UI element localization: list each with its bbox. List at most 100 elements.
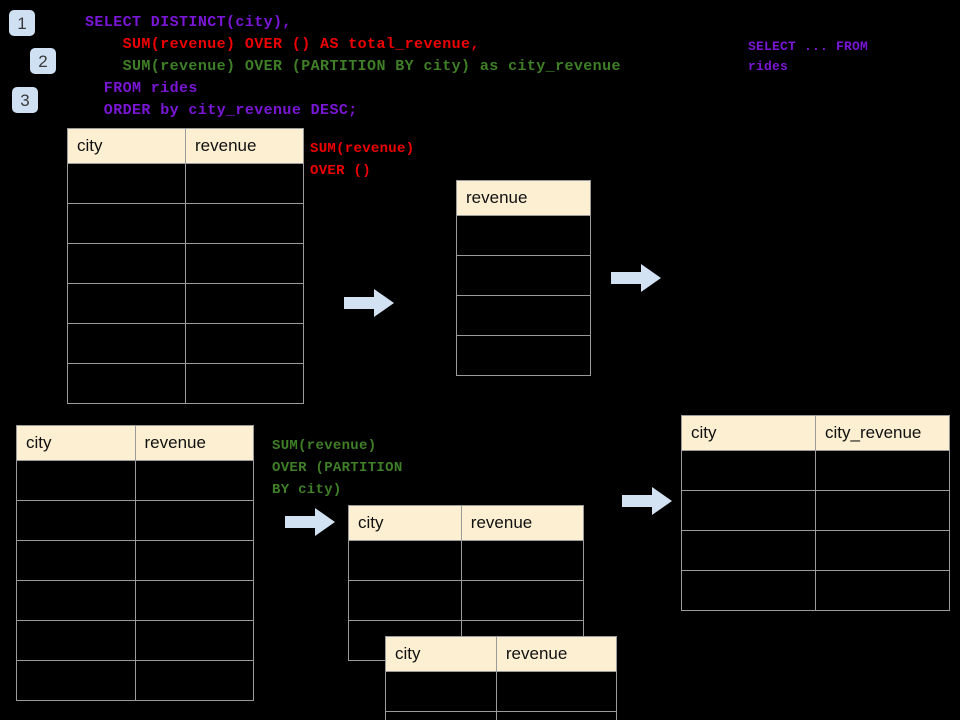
table-row <box>681 530 950 571</box>
column-header-city: city <box>385 636 497 672</box>
arrow-total-to-result <box>611 264 661 292</box>
table-row <box>67 203 304 244</box>
table-cell <box>185 323 304 364</box>
table-cell <box>385 711 497 720</box>
table-cell <box>681 450 816 491</box>
table-cell <box>185 283 304 324</box>
table-rides-source: city revenue <box>67 128 304 404</box>
table-cell <box>815 450 950 491</box>
table-cell <box>16 580 136 621</box>
column-header-city-revenue: city_revenue <box>815 415 950 451</box>
table-row <box>456 215 591 256</box>
table-body <box>67 163 304 404</box>
table-cell <box>348 580 462 621</box>
table-row <box>67 163 304 204</box>
table-cell <box>185 163 304 204</box>
table-row <box>681 450 950 491</box>
table-row <box>456 295 591 336</box>
table-cell <box>456 255 591 296</box>
table-cell <box>681 490 816 531</box>
column-header-city: city <box>67 128 186 164</box>
annotation-sum-over-empty: SUM(revenue) OVER () <box>310 141 415 179</box>
column-header-revenue: revenue <box>460 505 585 541</box>
table-cell <box>185 203 304 244</box>
table-body <box>456 215 591 376</box>
table-cell <box>185 363 304 404</box>
table-cell <box>185 243 304 284</box>
table-cell <box>134 540 254 581</box>
column-header-city: city <box>681 415 816 451</box>
table-total-revenue: revenue <box>456 180 591 376</box>
table-cell <box>67 283 186 324</box>
table-cell <box>16 460 136 501</box>
sql-line-total-revenue: SUM(revenue) OVER () AS total_revenue, <box>85 36 480 53</box>
table-cell <box>134 620 254 661</box>
table-cell <box>134 580 254 621</box>
step-badge-2: 2 <box>30 48 56 74</box>
step-badge-1: 1 <box>9 10 35 36</box>
table-cell <box>67 323 186 364</box>
table-row <box>348 540 585 581</box>
table-header-row: revenue <box>456 180 591 216</box>
arrow-source2-to-partition <box>285 508 335 536</box>
column-header-revenue: revenue <box>456 180 591 216</box>
table-row <box>67 283 304 324</box>
table-cell <box>456 295 591 336</box>
table-cell <box>495 671 618 712</box>
table-cell <box>681 530 816 571</box>
table-cell <box>815 490 950 531</box>
table-cell <box>67 163 186 204</box>
table-cell <box>134 660 254 701</box>
table-row <box>348 580 585 621</box>
table-cell <box>16 540 136 581</box>
table-row <box>16 540 254 581</box>
table-row <box>67 243 304 284</box>
table-body <box>385 671 618 720</box>
table-row <box>16 620 254 661</box>
sql-line-from: FROM rides <box>85 80 198 97</box>
table-row <box>385 671 618 712</box>
table-row <box>456 255 591 296</box>
table-partition-front: city revenue <box>385 636 618 720</box>
column-header-city: city <box>348 505 462 541</box>
sql-line-select: SELECT DISTINCT(city), <box>85 14 292 31</box>
table-row <box>681 490 950 531</box>
table-cell <box>134 460 254 501</box>
table-cell <box>815 570 950 611</box>
table-cell <box>460 540 585 581</box>
table-cell <box>67 243 186 284</box>
table-cell <box>16 660 136 701</box>
table-cell <box>456 335 591 376</box>
table-cell <box>681 570 816 611</box>
table-cell <box>16 620 136 661</box>
table-row <box>16 460 254 501</box>
table-cell <box>134 500 254 541</box>
table-row <box>16 500 254 541</box>
table-row <box>67 323 304 364</box>
column-header-city: city <box>16 425 136 461</box>
sql-line-order-by: ORDER by city_revenue DESC; <box>85 102 358 119</box>
step-badge-3: 3 <box>12 87 38 113</box>
table-row <box>16 660 254 701</box>
table-row <box>16 580 254 621</box>
table-cell <box>67 203 186 244</box>
table-row <box>385 711 618 720</box>
annotation-select-from-rides: SELECT ... FROM rides <box>748 39 869 74</box>
table-body <box>16 460 254 701</box>
arrow-source-to-total <box>344 289 394 317</box>
table-header-row: city revenue <box>385 636 618 672</box>
table-header-row: city revenue <box>16 425 254 461</box>
column-header-revenue: revenue <box>495 636 618 672</box>
column-header-revenue: revenue <box>134 425 254 461</box>
table-cell <box>495 711 618 720</box>
table-cell <box>460 580 585 621</box>
table-cell <box>67 363 186 404</box>
table-result: city city_revenue <box>681 415 950 611</box>
table-rides-source-2: city revenue <box>16 425 254 701</box>
table-body <box>681 450 950 611</box>
annotation-sum-over-partition: SUM(revenue) OVER (PARTITION BY city) <box>272 438 403 498</box>
arrow-partition-to-result <box>622 487 672 515</box>
column-header-revenue: revenue <box>185 128 304 164</box>
table-cell <box>385 671 497 712</box>
